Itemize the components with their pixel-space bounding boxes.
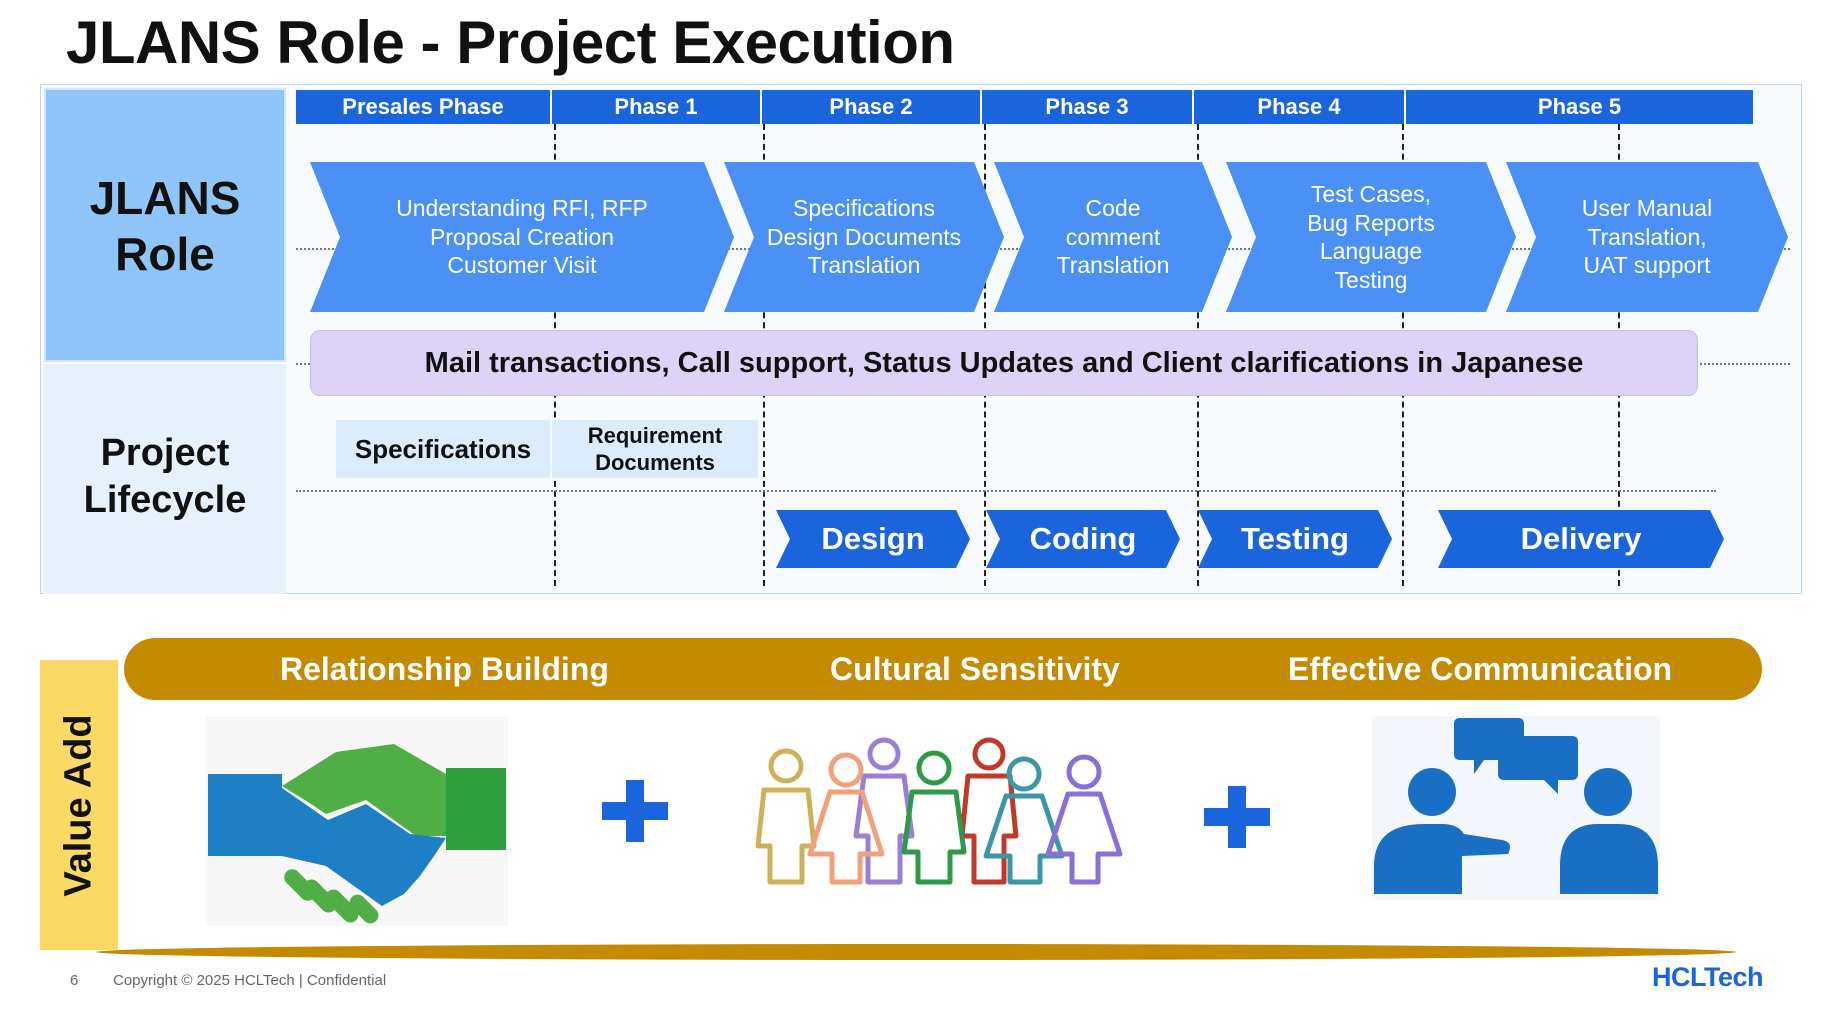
pillar-relationship-building: Relationship Building bbox=[280, 651, 609, 687]
lifecycle-row-header bbox=[44, 364, 286, 594]
value-add-text: Value Add bbox=[57, 713, 100, 897]
chevron-shape bbox=[986, 510, 1180, 568]
role-step-line: Translation bbox=[807, 252, 921, 279]
role-row-header bbox=[44, 88, 286, 362]
lifecycle-doc-line: Requirement bbox=[587, 423, 723, 448]
chevron-shape bbox=[994, 162, 1232, 312]
role-step-phase2: Specifications Design Documents Translat… bbox=[724, 162, 1004, 312]
role-step-line: Design Documents bbox=[766, 223, 962, 250]
role-step-phase3: Code comment Translation bbox=[994, 162, 1232, 312]
chevron-shape bbox=[1506, 162, 1788, 312]
pillar-cultural-sensitivity: Cultural Sensitivity bbox=[830, 651, 1120, 687]
lifecycle-doc-label: Specifications bbox=[354, 433, 532, 464]
chevron-shape bbox=[336, 420, 550, 478]
plus-icon bbox=[1204, 786, 1270, 848]
phase-header-4: Phase 4 bbox=[1194, 90, 1406, 124]
phase-header-2: Phase 2 bbox=[762, 90, 982, 124]
role-step-line: Customer Visit bbox=[447, 252, 597, 279]
row-guide bbox=[296, 490, 1716, 492]
role-label-line: Role bbox=[115, 228, 215, 280]
role-step-line: UAT support bbox=[1583, 252, 1711, 279]
copyright-text: Copyright © 2025 HCLTech | Confidential bbox=[113, 972, 387, 989]
role-label-line: JLANS bbox=[89, 172, 241, 224]
phase-header-3: Phase 3 bbox=[982, 90, 1194, 124]
lifecycle-row-label: Project Lifecycle bbox=[44, 430, 286, 524]
role-step-line: Proposal Creation bbox=[429, 223, 615, 250]
role-step-phase5: User Manual Translation, UAT support bbox=[1506, 162, 1788, 312]
role-step-line: Code bbox=[1085, 195, 1141, 222]
lifecycle-doc-line: Documents bbox=[595, 450, 715, 475]
role-step-text: Specifications Design Documents Translat… bbox=[737, 194, 991, 280]
role-step-line: Specifications bbox=[793, 195, 935, 222]
role-step-line: Translation, bbox=[1587, 223, 1707, 250]
page-title: JLANS Role - Project Execution bbox=[66, 9, 955, 76]
lifecycle-stage-testing: Testing bbox=[1198, 510, 1392, 568]
phase-header-5: Phase 5 bbox=[1406, 90, 1753, 124]
phase-header-presales: Presales Phase bbox=[296, 90, 552, 124]
handshake-icon bbox=[206, 716, 508, 926]
lifecycle-stage-delivery: Delivery bbox=[1438, 510, 1724, 568]
lifecycle-label-line: Project bbox=[100, 432, 230, 474]
stage-label: Testing bbox=[1241, 521, 1349, 556]
role-step-text: User Manual Translation, UAT support bbox=[1552, 194, 1742, 280]
lifecycle-doc-label: Requirement Documents bbox=[588, 422, 722, 476]
chevron-shape bbox=[552, 420, 758, 478]
communication-bar: Mail transactions, Call support, Status … bbox=[310, 330, 1698, 396]
role-step-text: Test Cases, Bug Reports Language Testing bbox=[1277, 180, 1465, 294]
lifecycle-stage-design: Design bbox=[776, 510, 970, 568]
stage-label: Delivery bbox=[1520, 521, 1642, 556]
stage-label: Coding bbox=[1029, 521, 1137, 556]
role-step-text: Understanding RFI, RFP Proposal Creation… bbox=[366, 194, 678, 280]
role-step-line: comment bbox=[1065, 223, 1161, 250]
conversation-icon bbox=[1372, 716, 1660, 900]
value-pillars-bar bbox=[124, 638, 1762, 700]
chevron-shape bbox=[310, 162, 734, 312]
role-step-line: Language bbox=[1319, 238, 1423, 264]
lifecycle-stage-coding: Coding bbox=[986, 510, 1180, 568]
brand-logo: HCLTech bbox=[1652, 962, 1764, 992]
role-row-label: JLANS Role bbox=[44, 170, 286, 282]
chevron-shape bbox=[1438, 510, 1724, 568]
lifecycle-doc-specifications: Specifications bbox=[336, 420, 550, 478]
value-add-label: Value Add bbox=[40, 660, 118, 950]
role-step-line: User Manual bbox=[1581, 195, 1713, 222]
role-step-text: Code comment Translation bbox=[1027, 194, 1200, 280]
value-add-tab bbox=[40, 660, 118, 950]
role-step-line: Bug Reports bbox=[1307, 209, 1435, 236]
value-add-base bbox=[96, 944, 1736, 960]
diverse-people-icon bbox=[755, 737, 1123, 885]
stage-label: Design bbox=[821, 521, 925, 556]
lifecycle-label-line: Lifecycle bbox=[83, 479, 247, 521]
role-step-line: Test Cases, bbox=[1310, 181, 1432, 207]
role-step-line: Translation bbox=[1056, 252, 1170, 279]
chevron-shape bbox=[724, 162, 1004, 312]
page-number: 6 bbox=[70, 972, 79, 989]
chevron-shape bbox=[776, 510, 970, 568]
chevron-shape bbox=[1198, 510, 1392, 568]
plus-icon bbox=[602, 780, 668, 842]
phase-header-1: Phase 1 bbox=[552, 90, 762, 124]
role-step-line: Understanding RFI, RFP bbox=[396, 195, 648, 222]
pillar-effective-communication: Effective Communication bbox=[1288, 651, 1673, 687]
role-step-presales: Understanding RFI, RFP Proposal Creation… bbox=[310, 162, 734, 312]
role-step-line: Testing bbox=[1334, 266, 1408, 293]
lifecycle-doc-requirements: Requirement Documents bbox=[552, 420, 758, 478]
chevron-shape bbox=[1226, 162, 1516, 312]
role-step-phase4: Test Cases, Bug Reports Language Testing bbox=[1226, 162, 1516, 312]
